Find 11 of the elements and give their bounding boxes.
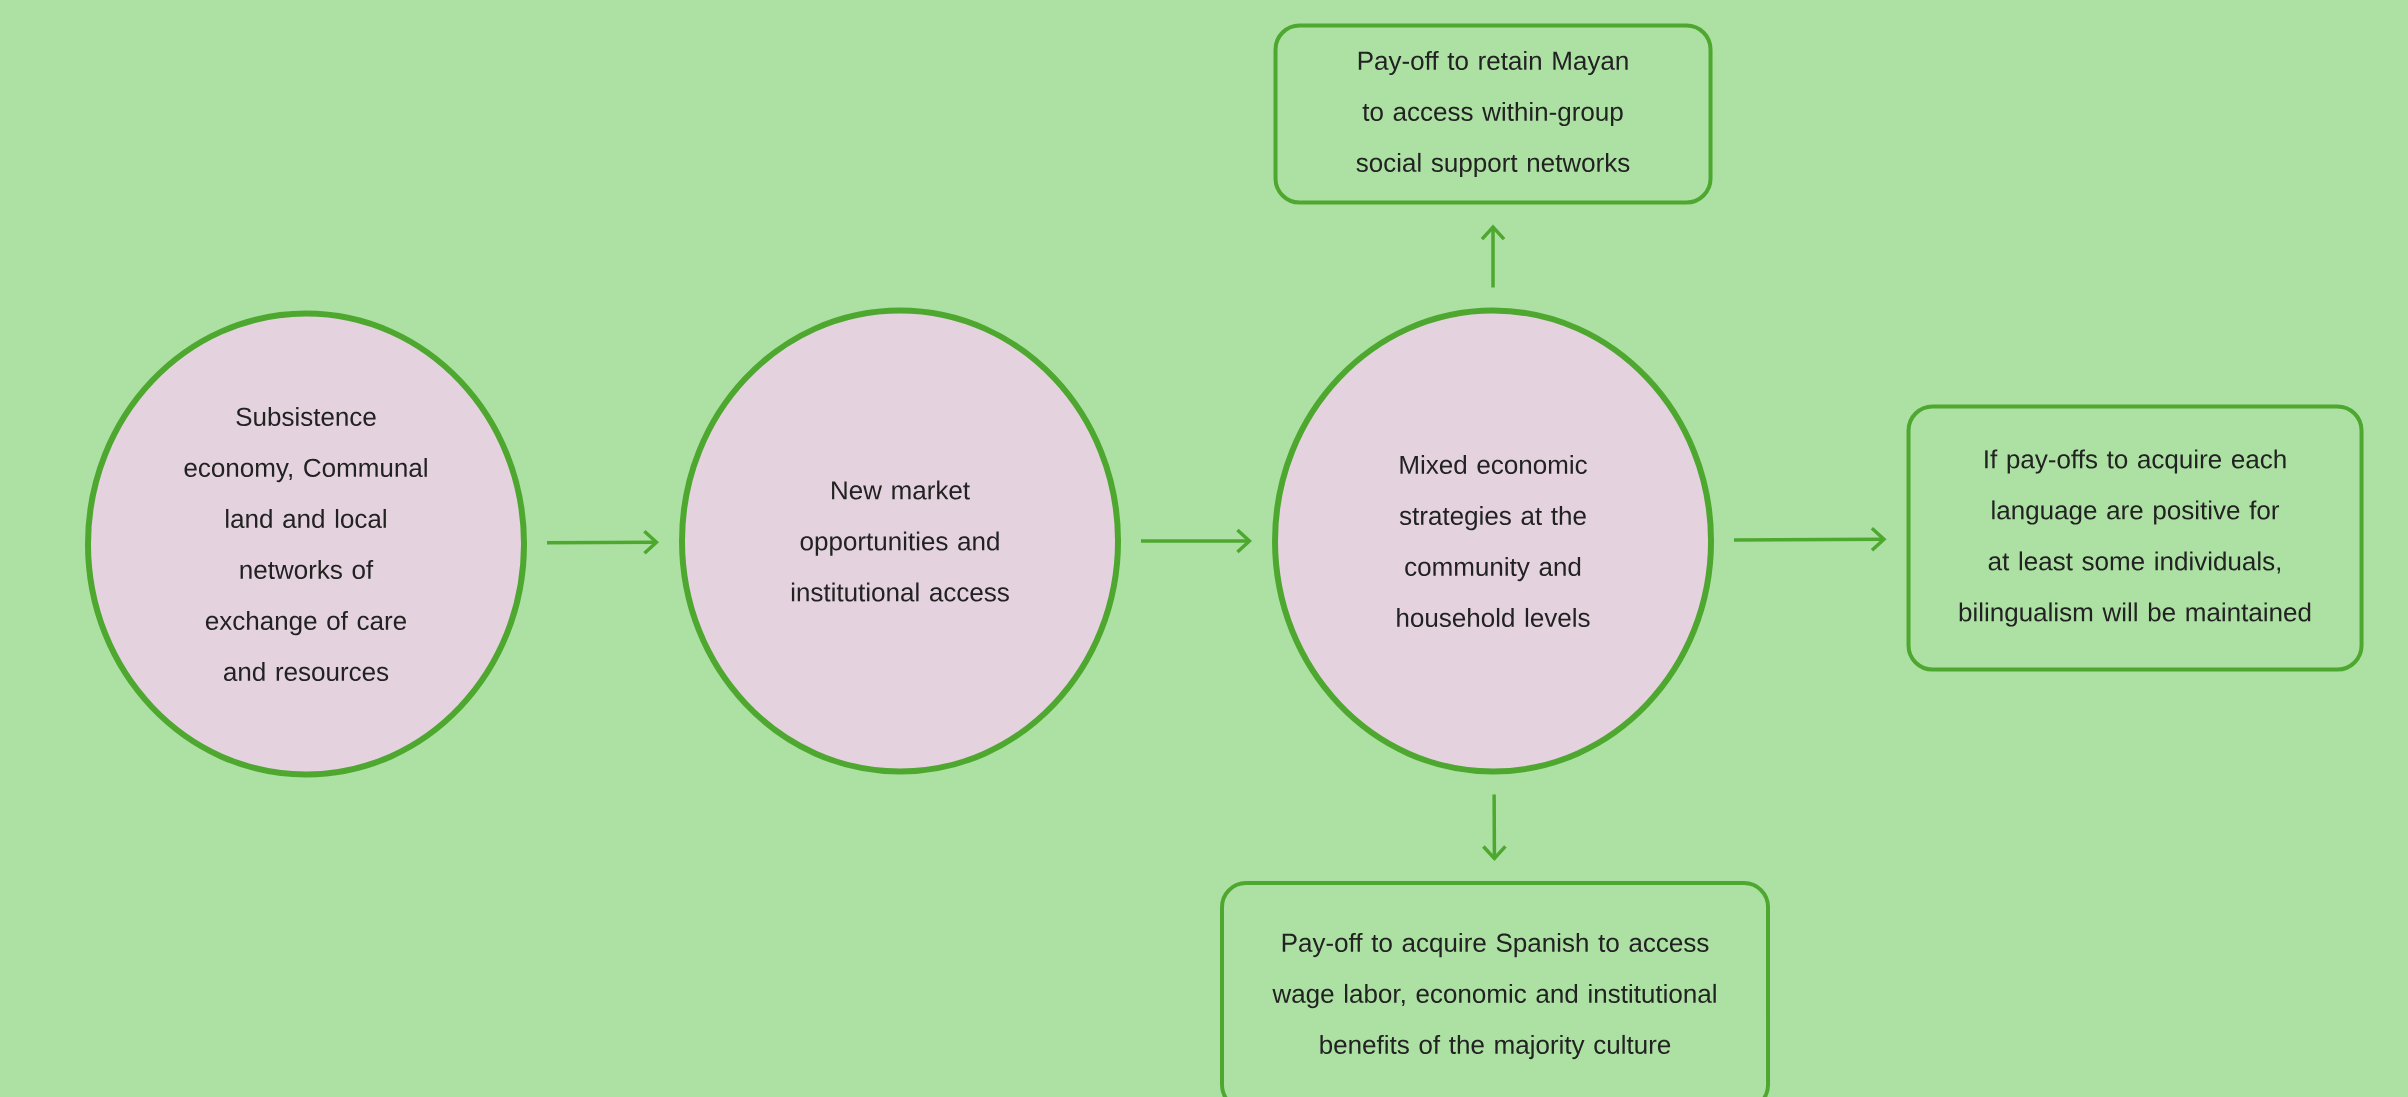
arrow [1480, 224, 1506, 288]
circle-node: Subsistence economy, Communal land and local networks of exchange of care and resources [85, 310, 527, 778]
arrow [547, 530, 659, 555]
rounded-box: Pay-off to retain Mayan to access within-group social support networks [1273, 23, 1713, 205]
arrow [1482, 794, 1507, 861]
circle-node: New market opportunities and institutional access [679, 307, 1121, 775]
rounded-box: Pay-off to acquire Spanish to access wage labor, economic and institutional benefits of the majority culture [1220, 881, 1771, 1097]
arrow [1141, 528, 1252, 554]
arrow [1734, 526, 1887, 552]
circle-node: Mixed economic strategies at the community and household levels [1272, 307, 1714, 775]
rounded-box: If pay-offs to acquire each language are positive for at least some individuals, bilingualism will be maintained [1906, 404, 2364, 672]
